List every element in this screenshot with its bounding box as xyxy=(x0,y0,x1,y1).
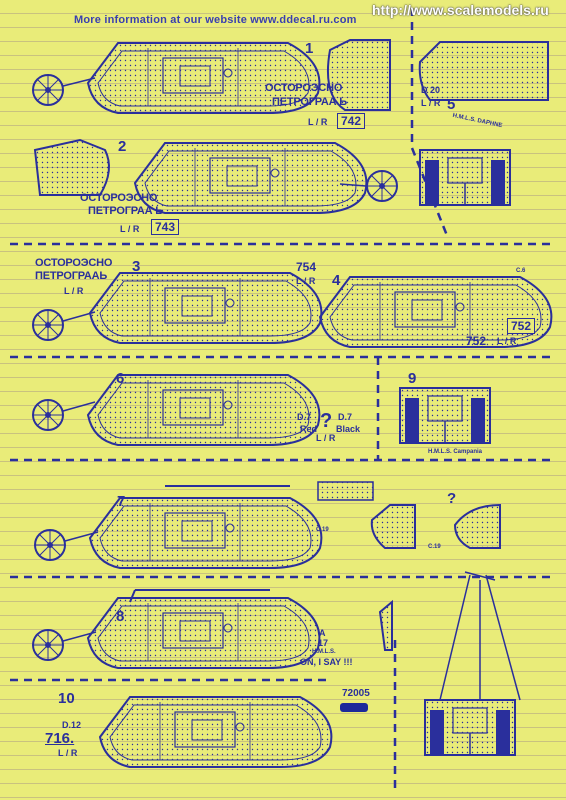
decal-lr-5: L / R xyxy=(421,98,441,108)
decal-a: A xyxy=(319,628,326,638)
variant-number-2: 2 xyxy=(118,138,127,155)
decal-black: Black xyxy=(336,424,361,434)
watermark: http://www.scalemodels.ru xyxy=(372,2,549,18)
decal-ru-line2: ПЕТРОГРАА Ь xyxy=(272,96,347,108)
decal-question-6: ? xyxy=(320,410,333,432)
decal-lr-10: L / R xyxy=(58,748,78,758)
decal-lr-2: L / R xyxy=(120,224,140,234)
variant-number-8: 8 xyxy=(116,608,125,625)
decal-red: Red xyxy=(300,424,318,434)
decal-ru3-line2: ПЕТРОГРААЬ xyxy=(35,270,108,282)
decal-ru2-line1: ОСТОРОЭСНО xyxy=(80,192,158,204)
decal-on-i-say: ON, I SAY !!! xyxy=(300,657,353,667)
decal-752-left: 752 xyxy=(466,334,487,348)
decal-lr-754: L / R xyxy=(296,276,316,286)
variant-number-6: 6 xyxy=(116,370,125,387)
decal-ru3-line1: ОСТОРОЭСНО xyxy=(35,257,113,269)
decal-17: 17 xyxy=(318,638,329,648)
variant-number-3: 3 xyxy=(132,258,141,275)
decal-lr-3: L / R xyxy=(64,286,84,296)
variant-number-1: 1 xyxy=(305,40,314,57)
variant-number-10: 10 xyxy=(58,690,75,707)
decal-d12: D.12 xyxy=(62,720,82,730)
decal-c19-left: C.19 xyxy=(316,527,329,533)
header-website: More information at our website www.ddec… xyxy=(74,14,357,26)
decal-lr-4: L / R xyxy=(497,336,517,346)
decal-c19-right: C.19 xyxy=(428,544,441,550)
decal-campania: H.M.L.S. Campania xyxy=(428,449,483,455)
decal-hmls-8: H.M.L.S. xyxy=(312,649,336,655)
variant-number-7: 7 xyxy=(117,493,126,510)
decal-ru-line1: ОСТОРОЭСНО xyxy=(265,82,343,94)
color-chip xyxy=(340,703,368,712)
decal-742: 742 xyxy=(337,113,366,129)
decal-lr-6: L / R xyxy=(316,433,336,443)
variant-number-5: 5 xyxy=(447,96,456,113)
decal-716: 716. xyxy=(45,730,75,747)
variant-number-4: 4 xyxy=(332,272,341,289)
decal-d20: D 20 xyxy=(421,85,441,95)
decal-752-right: 752 xyxy=(507,318,536,334)
catalog-number: 72005 xyxy=(342,688,370,699)
decal-754: 754 xyxy=(296,260,317,274)
decal-lr-1: L / R xyxy=(308,117,328,127)
decal-743: 743 xyxy=(151,219,180,235)
decal-ru2-line2: ПЕТРОГРАА Ь xyxy=(88,205,163,217)
decal-d7-black-code: D.7 xyxy=(338,412,353,422)
variant-number-9: 9 xyxy=(408,370,417,387)
decal-d7-red-code: D.7 xyxy=(297,412,312,422)
decal-question-7: ? xyxy=(447,490,457,507)
decal-c6: C.6 xyxy=(516,268,526,274)
